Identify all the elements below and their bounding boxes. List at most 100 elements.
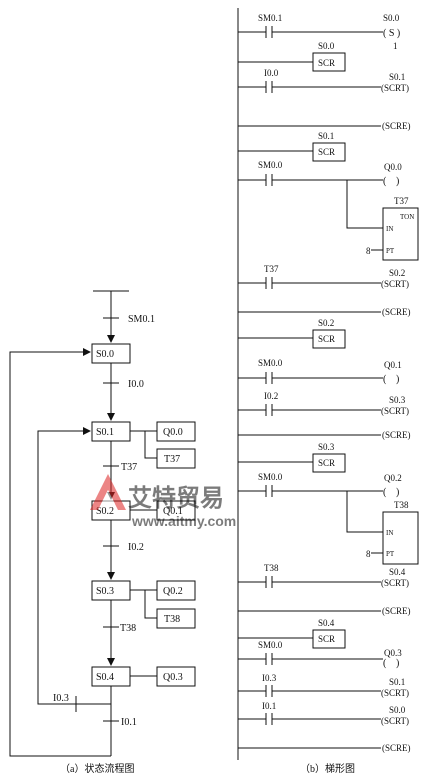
- step-label-s04: S0.4: [96, 672, 114, 683]
- scr-box-label: SCR: [318, 147, 335, 157]
- step-label-s02: S0.2: [96, 506, 114, 517]
- output-label-q01: Q0.1: [163, 506, 183, 517]
- transition-label-i00: I0.0: [128, 379, 144, 390]
- caption-state-flow: （a）状态流程图: [60, 762, 134, 775]
- scrt-label: (SCRT): [381, 83, 409, 93]
- scre-label: (SCRE): [382, 430, 411, 440]
- contact-label: I0.2: [264, 391, 278, 401]
- coil-label: Q0.1: [384, 360, 402, 370]
- timer-type: TON: [400, 213, 414, 221]
- coil-label: S0.1: [389, 677, 405, 687]
- timer-pt: PT: [386, 550, 395, 558]
- timer-preset: 8: [366, 549, 371, 559]
- scr-box-s00: [312, 52, 346, 72]
- coil-label: Q0.2: [384, 473, 402, 483]
- coil-open: (: [383, 658, 387, 669]
- scr-box-s04: [312, 629, 346, 649]
- coil-label: S0.1: [389, 72, 405, 82]
- state-flow-chart: [9, 290, 196, 757]
- timer-box-t38: [382, 511, 419, 565]
- scre-label: (SCRE): [382, 121, 411, 131]
- scr-bit-label: S0.2: [318, 318, 334, 328]
- contact-label: I0.3: [262, 673, 277, 683]
- loop-back-to-s00: [9, 348, 111, 757]
- output-box-q01: [156, 500, 196, 521]
- contact-label: I0.1: [262, 701, 276, 711]
- step-label-s00: S0.0: [96, 349, 114, 360]
- contact-label: T37: [264, 264, 279, 274]
- watermark-brand: 艾特贸易: [128, 485, 224, 512]
- scr-box-label: SCR: [318, 334, 335, 344]
- transition-label-i01: I0.1: [121, 717, 137, 728]
- timer-in: IN: [386, 225, 393, 233]
- coil-label: S0.2: [389, 268, 405, 278]
- coil-label: Q0.0: [384, 162, 402, 172]
- caption-ladder: （b）梯形图: [300, 762, 355, 775]
- coil-label: Q0.3: [384, 648, 402, 658]
- coil-label: S0.0: [383, 13, 400, 23]
- timer-label-t38: T38: [394, 500, 409, 510]
- coil-label: S0.0: [389, 705, 406, 715]
- scrt-label: (SCRT): [381, 578, 409, 588]
- coil-label: S0.4: [389, 567, 406, 577]
- output-box-t38: [156, 608, 196, 629]
- set-count: 1: [393, 41, 398, 51]
- scr-bit-label: S0.0: [318, 41, 335, 51]
- timer-pt: PT: [386, 247, 395, 255]
- contact-label: T38: [264, 563, 279, 573]
- coil-open: (: [383, 374, 387, 385]
- scre-label: (SCRE): [382, 743, 411, 753]
- coil-close: ): [396, 374, 399, 385]
- watermark: 艾特贸易 www.aitmy.com: [90, 474, 236, 529]
- coil-close: ): [396, 487, 399, 498]
- output-box-q00: [156, 421, 196, 442]
- scr-bit-label: S0.1: [318, 131, 334, 141]
- scr-box-s02: [312, 329, 346, 349]
- transition-label-t37: T37: [121, 462, 137, 473]
- timer-label-t37: T37: [394, 196, 409, 206]
- output-label-q00: Q0.0: [163, 427, 183, 438]
- scr-bit-label: S0.3: [318, 442, 335, 452]
- output-box-t37: [156, 448, 196, 469]
- step-label-s01: S0.1: [96, 427, 114, 438]
- scrt-label: (SCRT): [381, 406, 409, 416]
- transition-label-i02: I0.2: [128, 542, 144, 553]
- scr-box-label: SCR: [318, 458, 335, 468]
- ladder-diagram: [237, 8, 419, 760]
- contact-label: SM0.0: [258, 640, 283, 650]
- loop-back-to-s01: [37, 427, 111, 705]
- scr-box-label: SCR: [318, 634, 335, 644]
- scre-label: (SCRE): [382, 307, 411, 317]
- output-label-q03: Q0.3: [163, 672, 183, 683]
- scr-bit-label: S0.4: [318, 618, 335, 628]
- scr-box-s03: [312, 453, 346, 473]
- watermark-logo-icon: [90, 474, 126, 510]
- entry-transition-label: SM0.1: [128, 314, 155, 325]
- timer-in: IN: [386, 529, 393, 537]
- scr-box-label: SCR: [318, 58, 335, 68]
- coil-close: ): [396, 176, 399, 187]
- scr-box-s01: [312, 142, 346, 162]
- timer-preset: 8: [366, 246, 371, 256]
- coil-open: (: [383, 487, 387, 498]
- step-label-s03: S0.3: [96, 586, 114, 597]
- watermark-url: www.aitmy.com: [131, 513, 236, 529]
- scrt-label: (SCRT): [381, 688, 409, 698]
- ladder-labels: SM0.1 S0.0 ( S ) 1 S0.0 SCR I0.0 S0.1 (S…: [258, 13, 414, 753]
- coil-close: ): [396, 658, 399, 669]
- scrt-label: (SCRT): [381, 279, 409, 289]
- coil-open: (: [383, 176, 387, 187]
- state-flow-labels: SM0.1 S0.0 I0.0 S0.1 Q0.0 T37 T37 S0.2 Q…: [53, 314, 183, 728]
- output-label-q02: Q0.2: [163, 586, 183, 597]
- set-coil: ( S ): [383, 28, 400, 39]
- contact-label: SM0.1: [258, 13, 282, 23]
- output-box-q02: [156, 580, 196, 601]
- output-label-t37: T37: [164, 454, 180, 465]
- transition-label-i03: I0.3: [53, 693, 69, 704]
- timer-box-t37: [382, 207, 419, 261]
- contact-label: SM0.0: [258, 358, 283, 368]
- scrt-label: (SCRT): [381, 716, 409, 726]
- output-label-t38: T38: [164, 614, 180, 625]
- contact-label: SM0.0: [258, 472, 283, 482]
- coil-label: S0.3: [389, 395, 406, 405]
